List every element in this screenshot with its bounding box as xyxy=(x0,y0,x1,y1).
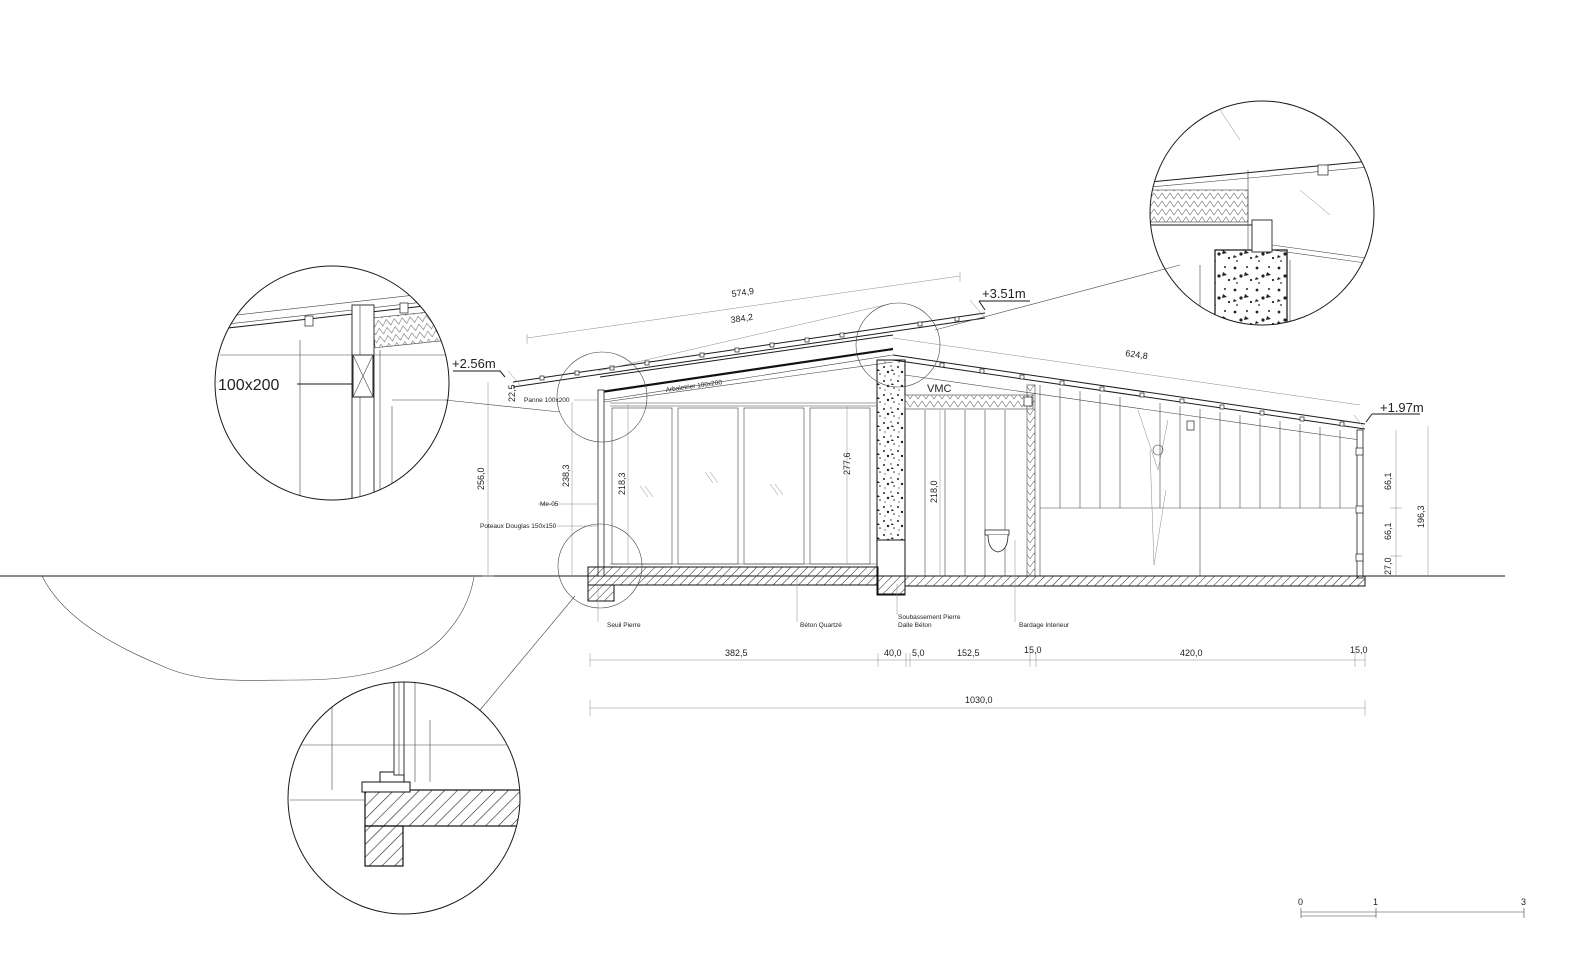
label-dalle: Dalle Béton xyxy=(898,622,932,629)
label-soubassement: Soubassement Pierre xyxy=(898,614,961,621)
wc-room xyxy=(904,384,1036,577)
dim-plan-3: 5,0 xyxy=(912,648,925,658)
elevation-left: +2.56m xyxy=(452,356,496,371)
detail-ridge xyxy=(1149,100,1375,326)
dim-roof-right: 624,8 xyxy=(1125,348,1149,361)
dim-left-glazing: 238,3 xyxy=(561,464,571,487)
label-vmc: VMC xyxy=(927,383,952,395)
dim-plan-7: 15,0 xyxy=(1350,645,1368,655)
dim-right-upper: 66,1 xyxy=(1383,472,1393,490)
elevation-right: +1.97m xyxy=(1380,400,1424,415)
toilet-icon xyxy=(984,529,1010,553)
dim-roof-left-inner: 384,2 xyxy=(730,312,754,325)
floor-slab xyxy=(587,566,1366,602)
roof-right xyxy=(892,354,1366,441)
dim-right-base: 27,0 xyxy=(1383,557,1393,575)
scale-tick-3: 3 xyxy=(1521,897,1526,907)
dim-roof-left-total: 574,9 xyxy=(731,286,755,299)
dim-center-height: 277,6 xyxy=(842,452,852,475)
dim-plan-6: 420,0 xyxy=(1180,648,1203,658)
elevation-labels: +2.56m +3.51m +1.97m xyxy=(452,286,1424,415)
roof-left xyxy=(512,312,986,401)
label-bardage: Bardage Interieur xyxy=(1019,622,1070,629)
scale-tick-1: 1 xyxy=(1373,897,1378,907)
leader-lines xyxy=(538,399,1016,622)
dim-right-total: 196,3 xyxy=(1416,505,1426,528)
detail-threshold xyxy=(287,681,521,915)
scale-bar: 0 1 3 xyxy=(1298,897,1526,918)
dim-plan-2: 40,0 xyxy=(884,648,902,658)
dimension-lines xyxy=(482,272,1429,716)
label-me05: Me-05 xyxy=(540,501,559,508)
label-detail-section: 100x200 xyxy=(218,377,279,394)
detail-callouts xyxy=(444,264,1181,711)
elevation-ridge: +3.51m xyxy=(982,286,1026,301)
scale-tick-0: 0 xyxy=(1298,897,1303,907)
dim-plan-1: 382,5 xyxy=(725,648,748,658)
label-seuil: Seuil Pierre xyxy=(607,622,641,629)
label-beton: Béton Quartzé xyxy=(800,622,842,629)
label-panne: Panne 100x200 xyxy=(524,397,570,404)
dim-plan-5: 15,0 xyxy=(1024,645,1042,655)
dim-overall: 1030,0 xyxy=(965,695,993,705)
dim-room-height: 218,0 xyxy=(929,480,939,503)
label-poteaux: Poteaux Douglas 150x150 xyxy=(480,523,557,530)
dim-right-mid: 66,1 xyxy=(1383,522,1393,540)
stone-pillar xyxy=(876,359,906,596)
dim-inner-glazing: 218,3 xyxy=(617,472,627,495)
glazed-room xyxy=(597,361,894,577)
dim-plan-4: 152,5 xyxy=(957,648,980,658)
dimension-labels: 574,9 384,2 624,8 22,5 256,0 238,3 218,3… xyxy=(476,286,1426,705)
dim-left-slope: 22,5 xyxy=(507,384,517,402)
right-room xyxy=(1023,385,1364,579)
annotation-labels: Arbaletrier 100x200 Panne 100x200 Me-05 … xyxy=(218,377,1070,629)
dim-left-wall: 256,0 xyxy=(476,467,486,490)
ground-line xyxy=(0,575,1505,681)
